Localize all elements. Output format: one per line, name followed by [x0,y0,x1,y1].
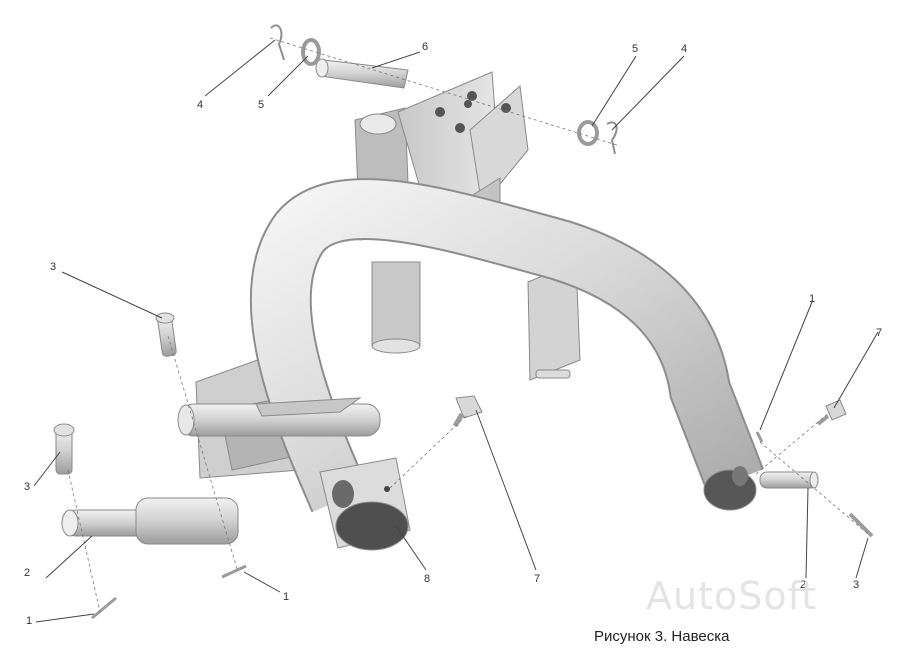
part-7-center-bolt [452,395,483,428]
part-7-right-bolt [816,399,847,426]
part-1-right [755,431,764,443]
callout-labels: 4 5 6 5 4 3 3 2 1 1 8 7 1 7 2 3 [24,41,882,627]
part-2-right-pin [759,471,819,489]
callout-1-left-mid: 1 [283,591,289,603]
part-3-left-upper [155,312,177,357]
assembly-axes [67,37,869,613]
callout-5-left: 5 [258,99,264,111]
callout-1-right: 1 [809,293,815,305]
right-hanger-bracket [527,261,581,381]
part-3-right [848,512,874,538]
left-arm-boss [177,397,381,437]
callout-2-right: 2 [800,579,806,591]
callout-3-left-top: 3 [50,261,56,273]
callout-3-right: 3 [853,579,859,591]
callout-1-left-bottom: 1 [26,615,32,627]
part-3-left-lower [53,423,75,475]
part-5-washer-right [577,120,599,146]
leader-lines [33,39,879,623]
callout-6-top: 6 [422,41,428,53]
center-post [371,261,421,354]
callout-8-center: 8 [424,573,430,585]
callout-4-right: 4 [681,43,687,55]
part-4-cotter-left [270,24,285,61]
part-5-washer-left [301,38,321,66]
callout-2-left: 2 [24,567,30,579]
main-tube-frame [249,178,764,551]
part-6-top-pin [315,58,409,89]
part-1-left-bottom [91,596,117,620]
figure-caption: Рисунок 3. Навеска [594,628,730,645]
part-1-left-mid [221,564,247,579]
callout-3-left-mid: 3 [24,481,30,493]
callout-7-right: 7 [876,327,882,339]
callout-4-left: 4 [197,99,203,111]
part-4-cotter-right [606,121,618,155]
watermark: AutoSoft [646,574,818,618]
callout-7-center: 7 [534,573,540,585]
part-2-left-pin [61,497,239,545]
callout-5-right: 5 [632,43,638,55]
